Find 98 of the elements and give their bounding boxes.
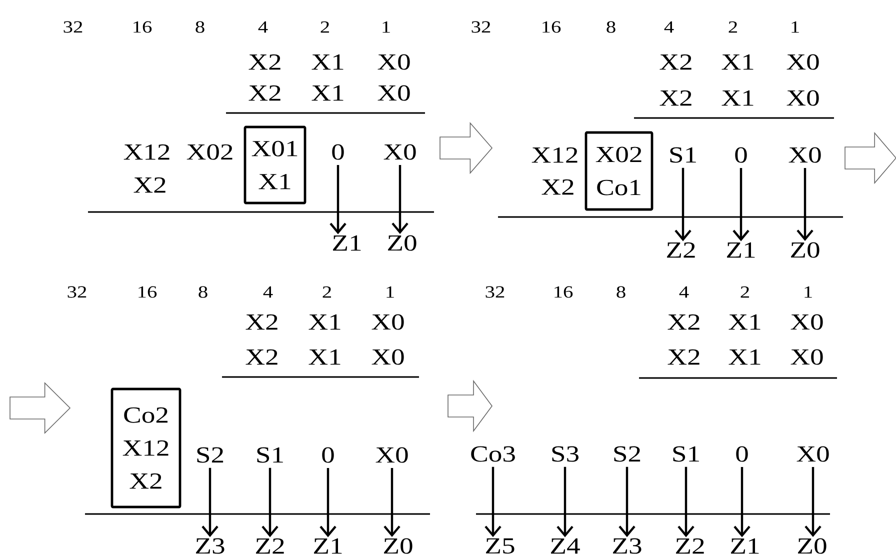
column-weight: 8 xyxy=(616,286,626,298)
bit-term: X2 xyxy=(134,177,166,193)
sum-term: X0 xyxy=(376,447,408,463)
sum-term: Co3 xyxy=(471,446,515,462)
bit-term: X2 xyxy=(248,85,280,101)
column-weight: 4 xyxy=(258,21,268,33)
arrow xyxy=(804,466,822,538)
bit-term: X0 xyxy=(372,314,404,330)
bit-term: X12 xyxy=(124,144,170,160)
bit-term: X0 xyxy=(790,314,823,330)
bit-term: X1 xyxy=(312,54,344,70)
output-bit: Z1 xyxy=(314,538,342,554)
column-weight: 16 xyxy=(554,286,573,298)
arrow xyxy=(678,466,694,538)
output-bit: Z0 xyxy=(791,242,820,258)
output-bit: Z2 xyxy=(667,242,695,258)
bit-term: X1 xyxy=(722,90,754,106)
column-weight: 32 xyxy=(64,21,82,33)
sum-term: 0 xyxy=(736,446,748,462)
bit-term: X0 xyxy=(786,90,819,106)
bit-term: X2 xyxy=(246,349,278,365)
output-bit: Z0 xyxy=(388,235,416,251)
bit-term: X0 xyxy=(372,349,404,365)
arrow xyxy=(202,468,218,538)
bit-term: X0 xyxy=(786,54,819,70)
arrow xyxy=(556,466,574,538)
column-weight: 2 xyxy=(740,286,749,298)
output-bit: Z5 xyxy=(486,538,514,554)
column-weight: 16 xyxy=(134,21,152,33)
output-bit: Z3 xyxy=(196,538,224,554)
bit-term: X1 xyxy=(312,85,344,101)
output-bit: Z1 xyxy=(727,242,755,258)
sum-term: S2 xyxy=(197,447,224,463)
output-bit: Z1 xyxy=(731,538,759,554)
column-weight: 2 xyxy=(320,21,329,33)
bit-term: X1 xyxy=(308,314,340,330)
arrow xyxy=(796,168,814,242)
bit-term: X0 xyxy=(378,85,410,101)
arrow xyxy=(484,466,502,538)
column-weight: 32 xyxy=(68,286,86,298)
arrow xyxy=(330,164,346,234)
arrow xyxy=(732,168,750,242)
column-weight: 1 xyxy=(386,286,394,298)
term-box: Co2 X12 X2 xyxy=(110,388,182,508)
sum-term: 0 xyxy=(322,447,334,463)
bit-term: X1 xyxy=(728,349,760,365)
bit-term: X2 xyxy=(660,90,692,106)
bit-term: X1 xyxy=(728,314,760,330)
arrow xyxy=(734,466,750,538)
column-weight: 32 xyxy=(486,286,504,298)
bit-term: X1 xyxy=(722,54,754,70)
bit-term: X2 xyxy=(248,54,280,70)
output-bit: Z1 xyxy=(333,235,361,251)
output-bit: Z4 xyxy=(551,538,580,554)
arrow xyxy=(384,468,400,538)
bit-term: X2 xyxy=(246,314,278,330)
arrow xyxy=(320,468,336,538)
bit-term: X2 xyxy=(668,349,700,365)
sum-term: X0 xyxy=(788,147,821,163)
column-weight: 4 xyxy=(263,286,273,298)
sum-term: X0 xyxy=(796,446,829,462)
column-weight: 1 xyxy=(804,286,812,298)
output-bit: Z0 xyxy=(384,538,412,554)
column-weight: 8 xyxy=(606,21,616,33)
column-weight: 2 xyxy=(322,286,331,298)
bit-term: X2 xyxy=(660,54,692,70)
sum-term: S3 xyxy=(552,446,578,462)
term-box: X02 Co1 xyxy=(584,131,654,211)
bit-term: X0 xyxy=(790,349,823,365)
arrow xyxy=(618,466,636,538)
sum-term: S2 xyxy=(614,446,640,462)
column-weight: 2 xyxy=(728,21,737,33)
column-weight: 4 xyxy=(679,286,689,298)
sum-term: 0 xyxy=(332,144,344,160)
column-weight: 4 xyxy=(664,21,674,33)
column-weight: 16 xyxy=(138,286,157,298)
term-box: X01 X1 xyxy=(244,126,306,204)
column-weight: 8 xyxy=(196,21,204,33)
arrow xyxy=(674,168,692,242)
column-weight: 32 xyxy=(472,21,490,33)
column-weight: 16 xyxy=(542,21,561,33)
bit-term: X1 xyxy=(308,349,340,365)
sum-term: S1 xyxy=(670,147,696,163)
column-weight: 1 xyxy=(382,21,390,33)
sum-term: S1 xyxy=(673,446,699,462)
column-weight: 8 xyxy=(198,286,208,298)
column-weight: 1 xyxy=(792,21,799,33)
arrow xyxy=(262,468,278,538)
sum-term: X0 xyxy=(384,144,416,160)
output-bit: Z2 xyxy=(256,538,284,554)
bit-term: X2 xyxy=(668,314,700,330)
bit-term: X0 xyxy=(378,54,410,70)
output-bit: Z3 xyxy=(613,538,642,554)
output-bit: Z2 xyxy=(676,538,704,554)
sum-term: 0 xyxy=(735,147,747,163)
sum-term: S1 xyxy=(257,447,283,463)
arrow xyxy=(392,164,408,234)
output-bit: Z0 xyxy=(798,538,826,554)
